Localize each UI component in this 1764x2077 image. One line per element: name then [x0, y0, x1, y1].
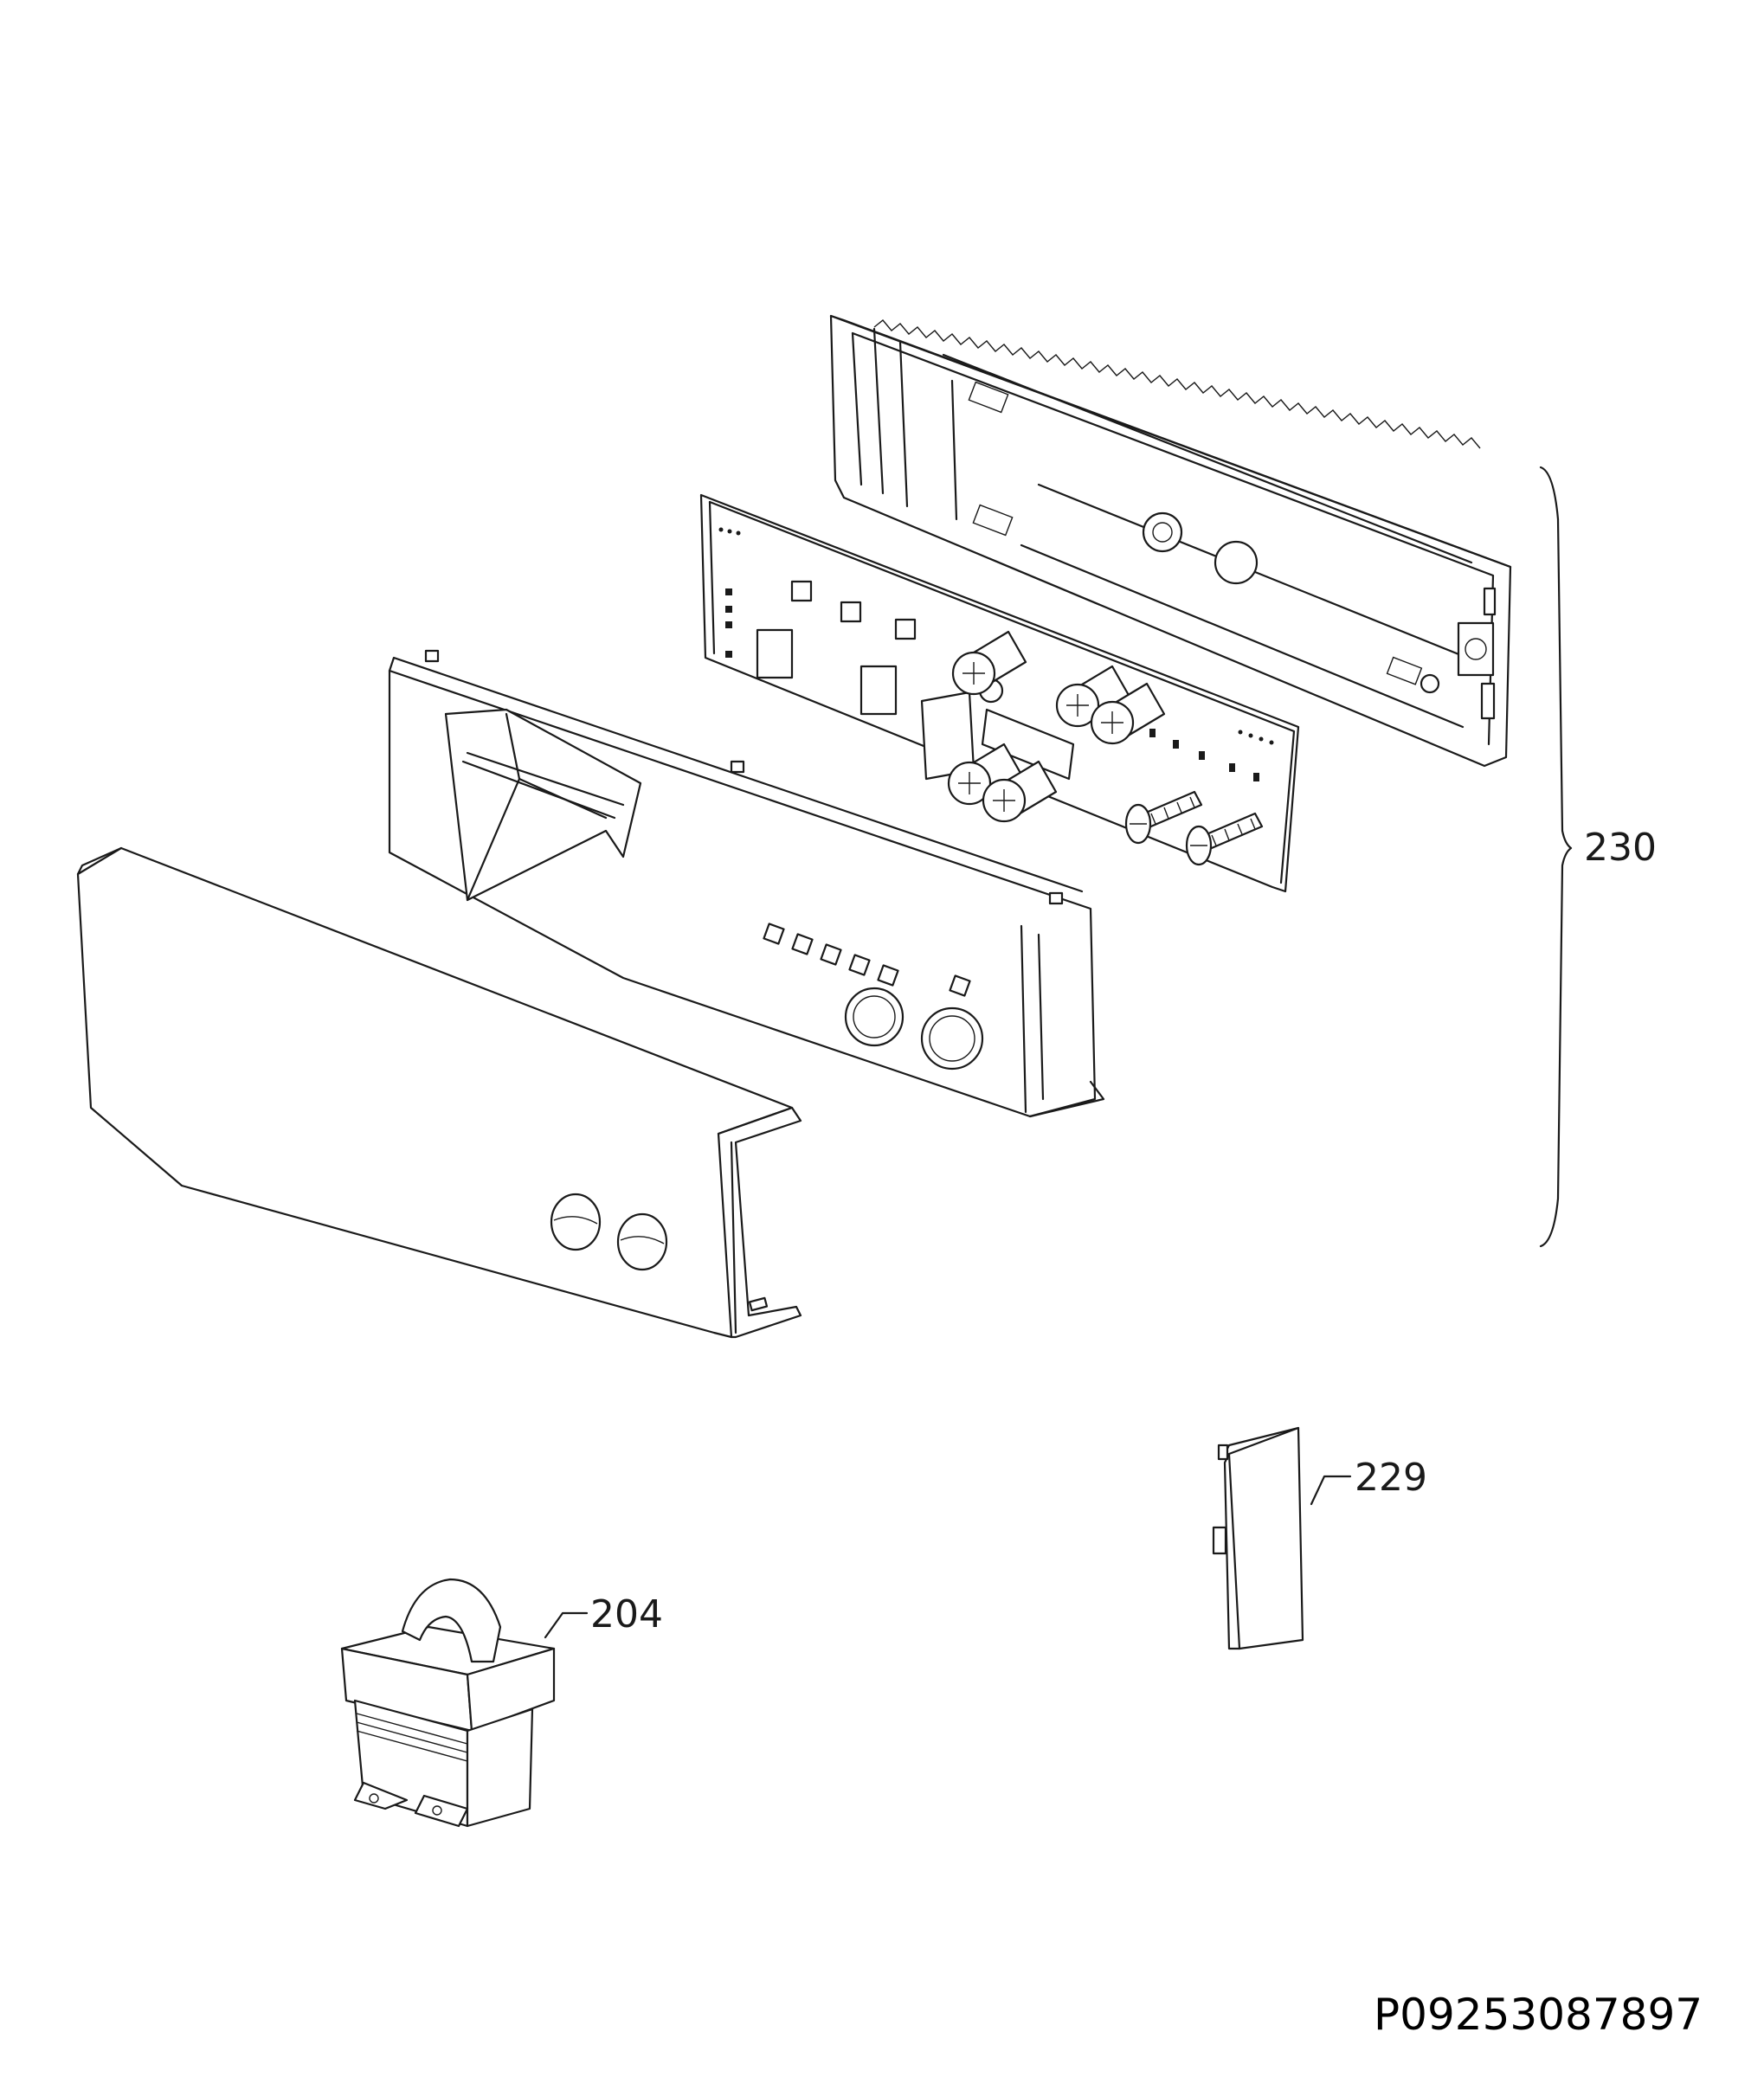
part-204-switch	[340, 1578, 589, 1828]
indicator-lights	[763, 923, 971, 997]
control-knobs	[844, 987, 984, 1071]
drawing-code: P09253087897	[1374, 1990, 1703, 2040]
label-204: 204	[590, 1592, 663, 1637]
part-229-clip	[1212, 1426, 1352, 1650]
capacitors	[947, 630, 1166, 823]
assembly-bracket	[1539, 466, 1573, 1248]
screws	[1124, 790, 1264, 866]
knob-holes	[550, 1193, 668, 1271]
front-cover	[76, 846, 802, 1339]
label-230: 230	[1584, 826, 1657, 870]
control-panel	[388, 649, 1105, 1118]
rear-frame	[829, 314, 1512, 768]
circuit-board	[699, 493, 1300, 893]
label-229: 229	[1355, 1456, 1427, 1500]
